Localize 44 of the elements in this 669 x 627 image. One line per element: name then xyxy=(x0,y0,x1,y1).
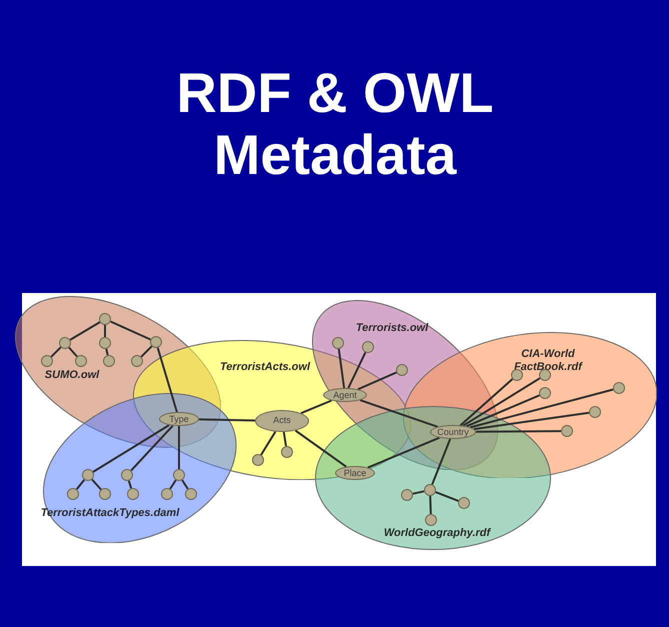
connector-line xyxy=(92,424,170,473)
connector-line xyxy=(156,347,178,412)
slide-title: RDF & OWL Metadata xyxy=(175,62,495,186)
connector-line xyxy=(300,400,332,414)
connector-line xyxy=(178,426,180,469)
connector-line xyxy=(68,346,78,358)
connector-line xyxy=(338,348,346,388)
connector-line xyxy=(294,430,347,468)
connector-line xyxy=(460,378,514,426)
connector-line xyxy=(476,430,561,433)
connector-line xyxy=(412,490,424,495)
connector-line xyxy=(470,388,614,428)
connector-line xyxy=(358,371,397,390)
connector-line xyxy=(429,496,432,514)
connector-line xyxy=(110,320,151,340)
connector-line xyxy=(360,399,438,428)
connector-line xyxy=(198,418,256,422)
connector-line xyxy=(282,432,287,446)
connector-line xyxy=(367,436,440,469)
connector-line xyxy=(105,348,109,356)
ontology-label: CIA-World FactBook.rdf xyxy=(513,348,584,374)
ontology-label: TerroristActs.owl xyxy=(220,360,310,373)
connector-line xyxy=(181,480,189,490)
connector-line xyxy=(435,491,459,502)
connector-line xyxy=(140,346,152,358)
connector-line xyxy=(462,377,540,427)
ontology-label: SUMO.owl xyxy=(44,368,100,381)
connector-line xyxy=(260,431,276,456)
connector-line xyxy=(50,346,62,358)
connector-line xyxy=(104,325,106,337)
ontology-label: WorldGeography.rdf xyxy=(384,527,490,539)
connector-line xyxy=(76,479,86,490)
connector-line xyxy=(431,438,452,485)
connector-line xyxy=(91,478,102,490)
connector-line xyxy=(466,394,540,428)
ontology-ellipse xyxy=(315,406,551,550)
connector-line xyxy=(128,480,132,489)
connector-line xyxy=(169,480,177,490)
ontology-label: Terrorists.owl xyxy=(356,322,428,334)
connector-line xyxy=(474,412,590,430)
connector-line xyxy=(70,321,100,341)
connector-line xyxy=(130,425,174,472)
ontology-ellipse xyxy=(43,392,237,544)
connector-line xyxy=(347,352,366,389)
